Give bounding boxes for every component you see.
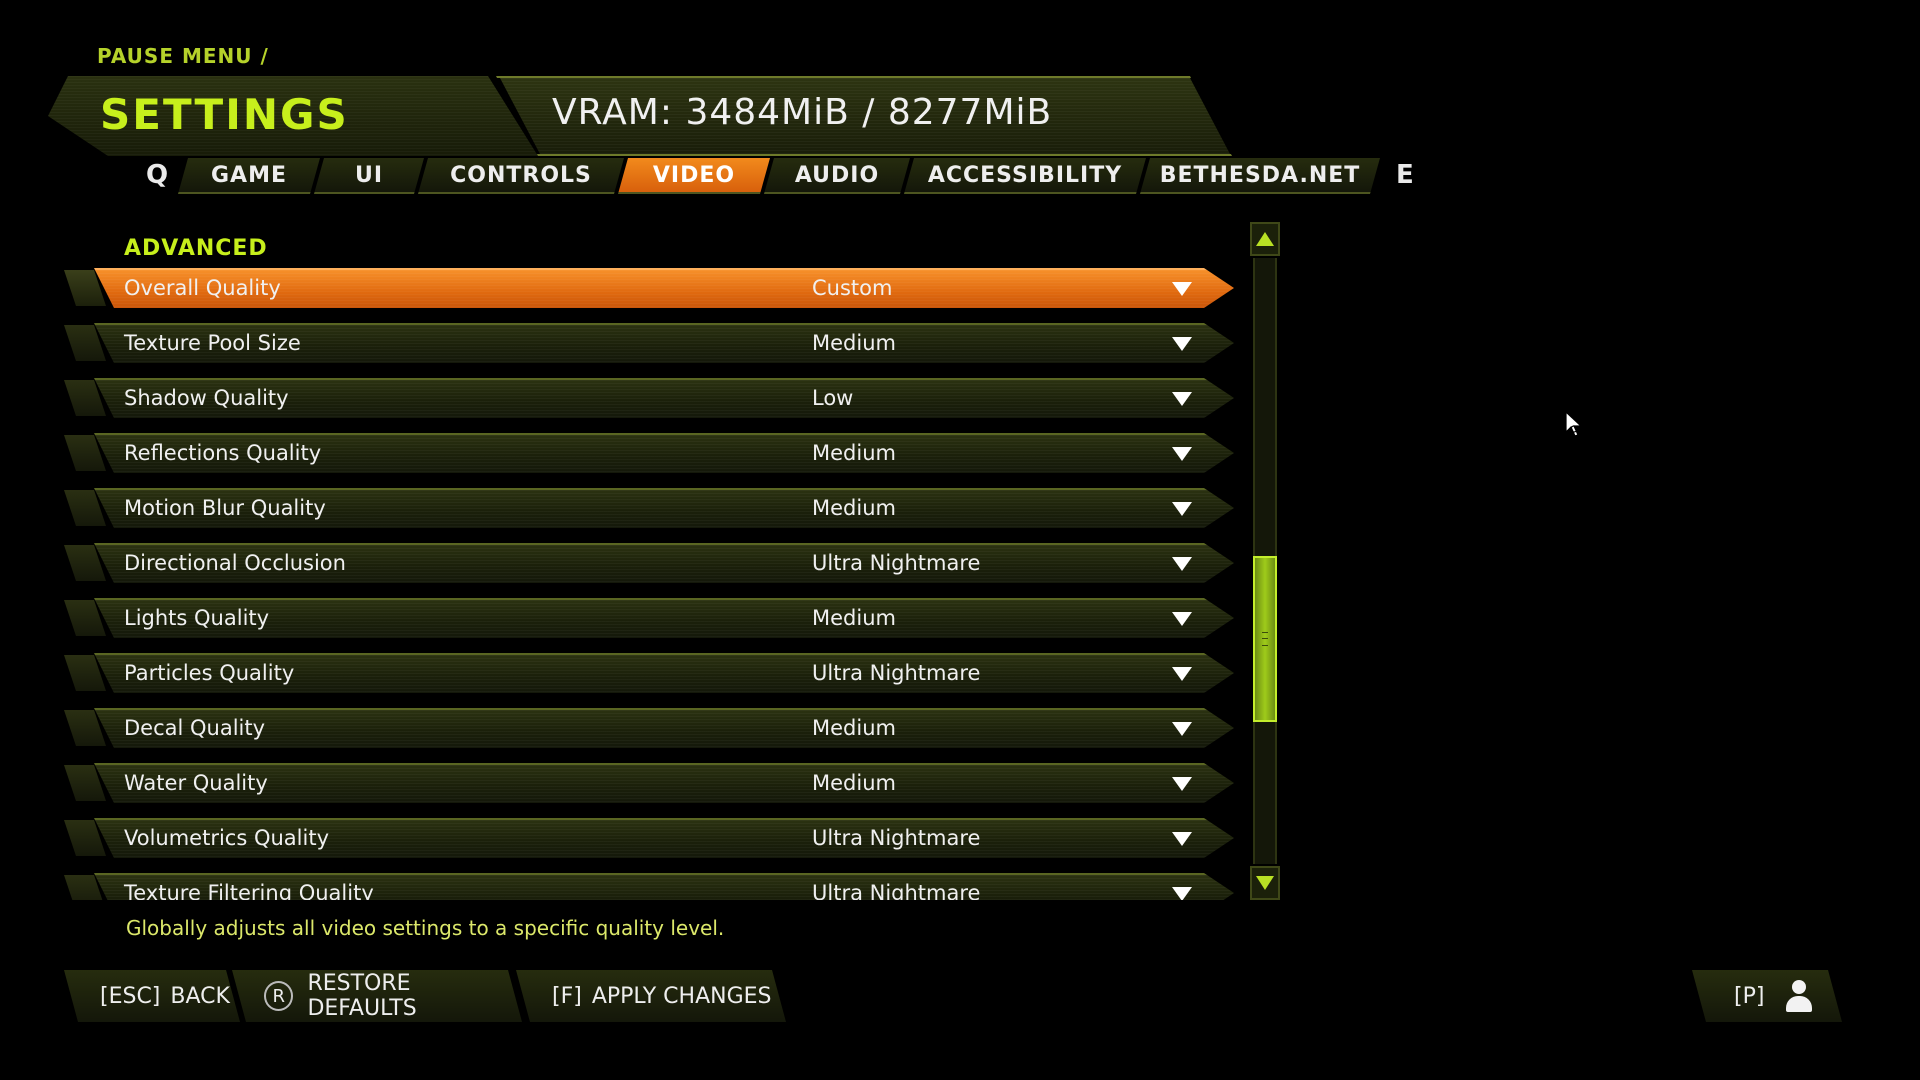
setting-label: Texture Filtering Quality (124, 881, 374, 900)
setting-label: Lights Quality (124, 606, 270, 630)
setting-row-water-quality[interactable]: Water Quality Medium (60, 761, 1240, 805)
setting-row-volumetrics-quality[interactable]: Volumetrics Quality Ultra Nightmare (60, 816, 1240, 860)
setting-row-directional-occlusion[interactable]: Directional Occlusion Ultra Nightmare (60, 541, 1240, 585)
setting-value: Ultra Nightmare (812, 661, 981, 685)
profile-button[interactable]: [P] (1692, 970, 1842, 1022)
setting-value: Custom (812, 276, 893, 300)
tab-accessibility[interactable]: ACCESSIBILITY (904, 158, 1146, 194)
setting-row-texture-pool-size[interactable]: Texture Pool Size Medium (60, 321, 1240, 365)
setting-label: Particles Quality (124, 661, 295, 685)
dropdown-arrow-icon[interactable] (1172, 777, 1192, 791)
dropdown-arrow-icon[interactable] (1172, 832, 1192, 846)
vram-panel-border (496, 76, 1232, 156)
setting-label: Decal Quality (124, 716, 266, 740)
setting-row-particles-quality[interactable]: Particles Quality Ultra Nightmare (60, 651, 1240, 695)
person-icon (1784, 980, 1814, 1014)
dropdown-arrow-icon[interactable] (1172, 612, 1192, 626)
r-key-icon: R (264, 981, 293, 1011)
setting-row-overall-quality[interactable]: Overall Quality Custom (60, 266, 1240, 310)
tab-prev-key[interactable]: Q (146, 160, 169, 190)
setting-description: Globally adjusts all video settings to a… (126, 916, 725, 940)
setting-value: Medium (812, 771, 896, 795)
setting-row-shadow-quality[interactable]: Shadow Quality Low (60, 376, 1240, 420)
settings-list: Overall Quality Custom Texture Pool Size… (60, 262, 1240, 900)
dropdown-arrow-icon[interactable] (1172, 282, 1192, 296)
arrow-down-icon (1256, 876, 1274, 890)
restore-defaults-label: RESTORE DEFAULTS (307, 971, 417, 1021)
setting-row-decal-quality[interactable]: Decal Quality Medium (60, 706, 1240, 750)
apply-key: [F] (552, 983, 582, 1009)
setting-label: Texture Pool Size (124, 331, 301, 355)
setting-label: Shadow Quality (124, 386, 289, 410)
section-title: ADVANCED (124, 236, 268, 261)
setting-row-texture-filtering-quality[interactable]: Texture Filtering Quality Ultra Nightmar… (60, 871, 1240, 900)
vram-readout: VRAM: 3484MiB / 8277MiB (552, 92, 1053, 133)
setting-value: Medium (812, 331, 896, 355)
setting-label: Volumetrics Quality (124, 826, 330, 850)
mouse-cursor-icon (1565, 410, 1583, 437)
setting-label: Water Quality (124, 771, 268, 795)
back-button[interactable]: [ESC] BACK (64, 970, 240, 1022)
arrow-up-icon (1256, 232, 1274, 246)
setting-value: Low (812, 386, 854, 410)
apply-changes-label: APPLY CHANGES (591, 983, 772, 1009)
vram-panel (500, 78, 1230, 154)
setting-value: Ultra Nightmare (812, 826, 981, 850)
breadcrumb: PAUSE MENU / (97, 44, 269, 68)
setting-row-lights-quality[interactable]: Lights Quality Medium (60, 596, 1240, 640)
scroll-up-button[interactable] (1250, 222, 1280, 256)
setting-label: Reflections Quality (124, 441, 322, 465)
scroll-down-button[interactable] (1250, 866, 1280, 900)
setting-value: Medium (812, 606, 896, 630)
setting-value: Ultra Nightmare (812, 551, 981, 575)
back-key: [ESC] (100, 983, 161, 1009)
setting-value: Medium (812, 496, 896, 520)
dropdown-arrow-icon[interactable] (1172, 557, 1192, 571)
apply-changes-button[interactable]: [F] APPLY CHANGES (516, 970, 786, 1022)
dropdown-arrow-icon[interactable] (1172, 392, 1192, 406)
dropdown-arrow-icon[interactable] (1172, 447, 1192, 461)
back-label: BACK (170, 983, 230, 1009)
setting-value: Ultra Nightmare (812, 881, 981, 900)
dropdown-arrow-icon[interactable] (1172, 722, 1192, 736)
scrollbar-thumb[interactable] (1253, 556, 1277, 722)
setting-label: Overall Quality (124, 276, 281, 300)
setting-label: Directional Occlusion (124, 551, 346, 575)
dropdown-arrow-icon[interactable] (1172, 337, 1192, 351)
dropdown-arrow-icon[interactable] (1172, 502, 1192, 516)
tab-bethesda-net[interactable]: BETHESDA.NET (1140, 158, 1380, 194)
tab-next-key[interactable]: E (1396, 160, 1414, 190)
setting-value: Medium (812, 441, 896, 465)
setting-row-reflections-quality[interactable]: Reflections Quality Medium (60, 431, 1240, 475)
dropdown-arrow-icon[interactable] (1172, 667, 1192, 681)
restore-defaults-button[interactable]: R RESTORE DEFAULTS (232, 970, 522, 1022)
page-title: SETTINGS (100, 90, 349, 139)
dropdown-arrow-icon[interactable] (1172, 887, 1192, 900)
title-panel (48, 76, 538, 156)
profile-key: [P] (1734, 984, 1765, 1009)
tab-video[interactable]: VIDEO (618, 158, 770, 194)
setting-value: Medium (812, 716, 896, 740)
tab-audio[interactable]: AUDIO (764, 158, 910, 194)
setting-row-motion-blur-quality[interactable]: Motion Blur Quality Medium (60, 486, 1240, 530)
tab-ui[interactable]: UI (314, 158, 424, 194)
setting-label: Motion Blur Quality (124, 496, 326, 520)
grip-icon (1262, 632, 1268, 646)
tab-game[interactable]: GAME (178, 158, 320, 194)
tab-controls[interactable]: CONTROLS (418, 158, 624, 194)
